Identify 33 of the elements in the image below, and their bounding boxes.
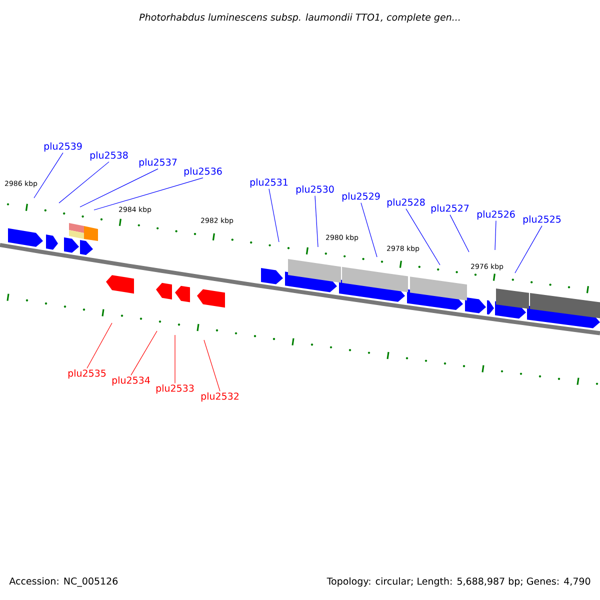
gene-label: plu2539 [44, 142, 82, 152]
leader-line [204, 340, 220, 392]
gene-label: plu2537 [139, 158, 177, 168]
gene-label: plu2530 [296, 185, 334, 195]
gene-label: plu2538 [90, 151, 128, 161]
leader-line [314, 196, 318, 248]
gene-label: plu2531 [250, 178, 288, 188]
leader-line [174, 334, 176, 384]
gene-label: plu2536 [184, 167, 222, 177]
gene-label: plu2526 [477, 210, 515, 220]
leader-line [58, 162, 110, 204]
leader-line [86, 322, 112, 368]
leader-line [268, 188, 280, 242]
genome-info-label: Topology: circular; Length: 5,688,987 bp; Genes: 4,790 [326, 577, 590, 587]
gene-label: plu2533 [156, 384, 194, 394]
leader-line [360, 202, 378, 258]
leader-line [80, 168, 158, 208]
leader-line [450, 214, 470, 252]
gene-label: plu2527 [431, 204, 469, 214]
leader-line [406, 208, 440, 266]
accession-label: Accession: NC_005126 [9, 577, 118, 587]
gene-label: plu2535 [68, 369, 106, 379]
leader-line [494, 220, 496, 250]
gene-label: plu2529 [342, 192, 380, 202]
title: Photorhabdus luminescens subsp. laumondii TTO1, complete gen... [139, 13, 460, 23]
gene-label: plu2534 [112, 376, 150, 386]
gene-label: plu2525 [523, 215, 561, 225]
leader-line [514, 226, 542, 274]
leader-line [34, 152, 64, 198]
gene-label: plu2532 [201, 392, 238, 402]
leader-line [130, 330, 158, 376]
leader-line [94, 178, 204, 210]
gene-label: plu2528 [387, 198, 425, 208]
